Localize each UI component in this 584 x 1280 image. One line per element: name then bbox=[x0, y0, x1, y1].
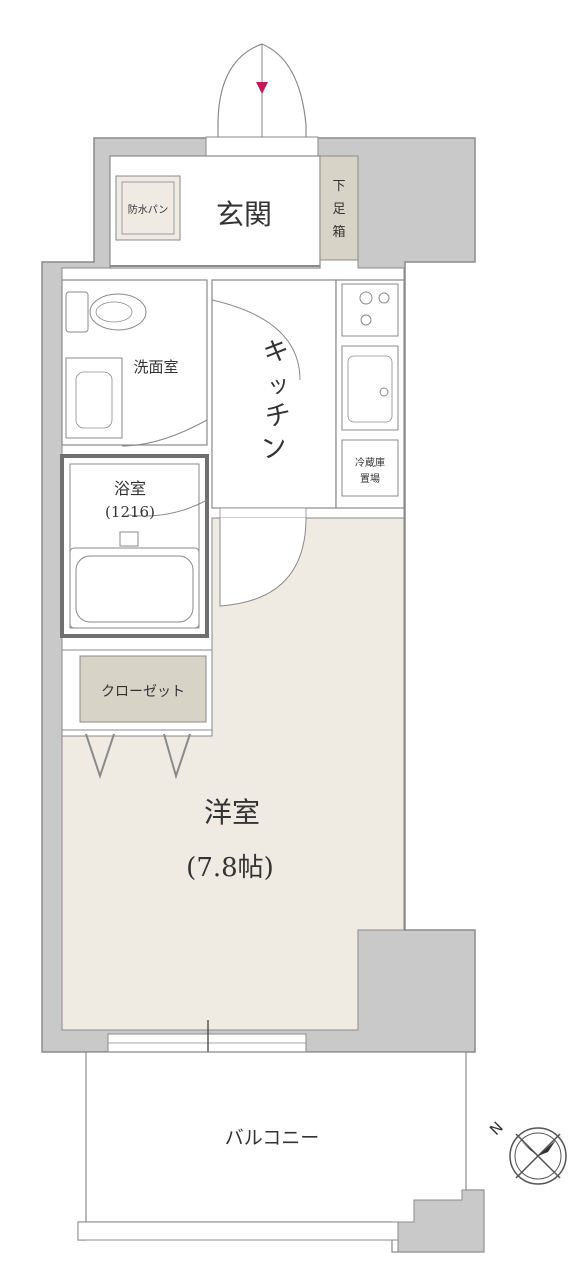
sink-icon bbox=[341, 345, 399, 431]
kitchen-label-4: ン bbox=[258, 431, 290, 466]
shoe-box: 下 足 箱 bbox=[319, 155, 359, 261]
washroom: 洗面室 bbox=[61, 279, 208, 447]
western-room: 洋室 (7.8帖) bbox=[61, 507, 405, 1031]
washer-pan: 防水パン bbox=[115, 175, 181, 241]
kitchen-label-1: キ bbox=[260, 335, 292, 370]
entrance-label: 玄関 bbox=[216, 198, 272, 231]
bathroom-size-label: (1216) bbox=[105, 503, 155, 521]
washer-pan-label: 防水パン bbox=[128, 203, 169, 216]
washroom-label: 洗面室 bbox=[133, 358, 178, 376]
compass-icon: N bbox=[486, 1118, 567, 1185]
fridge-label-1: 冷蔵庫 bbox=[355, 456, 385, 469]
shoe-box-label-2: 足 bbox=[332, 202, 345, 217]
fridge-label-2: 置場 bbox=[360, 472, 380, 485]
kitchen-counter: 冷蔵庫 置場 bbox=[335, 279, 405, 509]
fridge-space: 冷蔵庫 置場 bbox=[341, 439, 399, 497]
shoe-box-label-1: 下 bbox=[332, 179, 345, 194]
compass-north-label: N bbox=[486, 1118, 507, 1139]
stove-icon bbox=[341, 283, 399, 337]
kitchen-label-2: ッ bbox=[265, 371, 292, 400]
bathroom: 浴室 (1216) bbox=[60, 454, 209, 638]
western-room-size-label: (7.8帖) bbox=[186, 853, 274, 883]
balcony: バルコニー bbox=[77, 1051, 485, 1253]
washbasin-icon bbox=[65, 357, 123, 439]
closet: クローゼット bbox=[61, 649, 213, 780]
closet-label: クローゼット bbox=[101, 684, 185, 700]
closet-doors bbox=[85, 733, 191, 780]
bathroom-label: 浴室 bbox=[114, 479, 146, 498]
entrance-door bbox=[205, 43, 319, 157]
toilet-icon bbox=[65, 291, 147, 333]
balcony-label: バルコニー bbox=[225, 1127, 320, 1149]
western-room-label: 洋室 bbox=[204, 796, 260, 829]
bathtub-icon bbox=[69, 531, 200, 629]
shoe-box-label-3: 箱 bbox=[332, 224, 345, 240]
entry-arrow-icon bbox=[256, 82, 268, 94]
kitchen: キ ッ チ ン bbox=[211, 279, 337, 509]
kitchen-label-3: チ bbox=[262, 399, 294, 434]
